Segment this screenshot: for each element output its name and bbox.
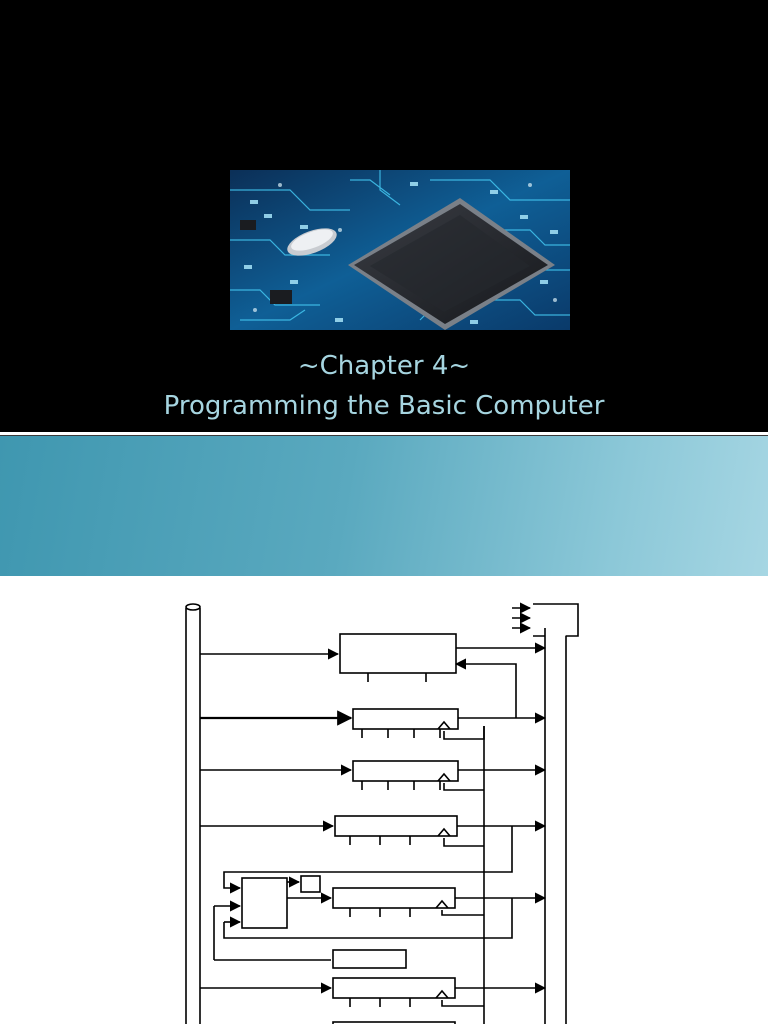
slide-divider: [0, 432, 768, 436]
common-bus-diagram-icon: [185, 602, 579, 1024]
title-slide: ~Chapter 4~ Programming the Basic Comput…: [0, 0, 768, 432]
circuit-board-chip-icon: [230, 170, 570, 330]
bus-diagram: [0, 576, 768, 1024]
chapter-heading: ~Chapter 4~: [297, 351, 471, 381]
slide-title: Programming the Basic Computer: [163, 391, 605, 421]
teal-banner: [0, 436, 768, 576]
circuit-board-image: [230, 170, 570, 330]
